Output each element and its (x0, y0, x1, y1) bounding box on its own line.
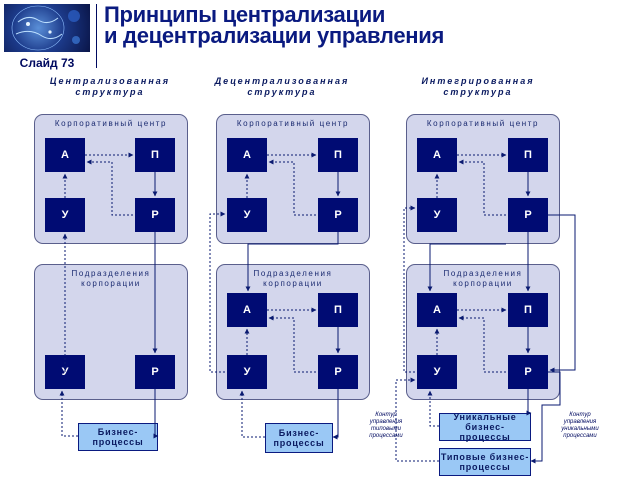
connector-lines (0, 0, 640, 480)
